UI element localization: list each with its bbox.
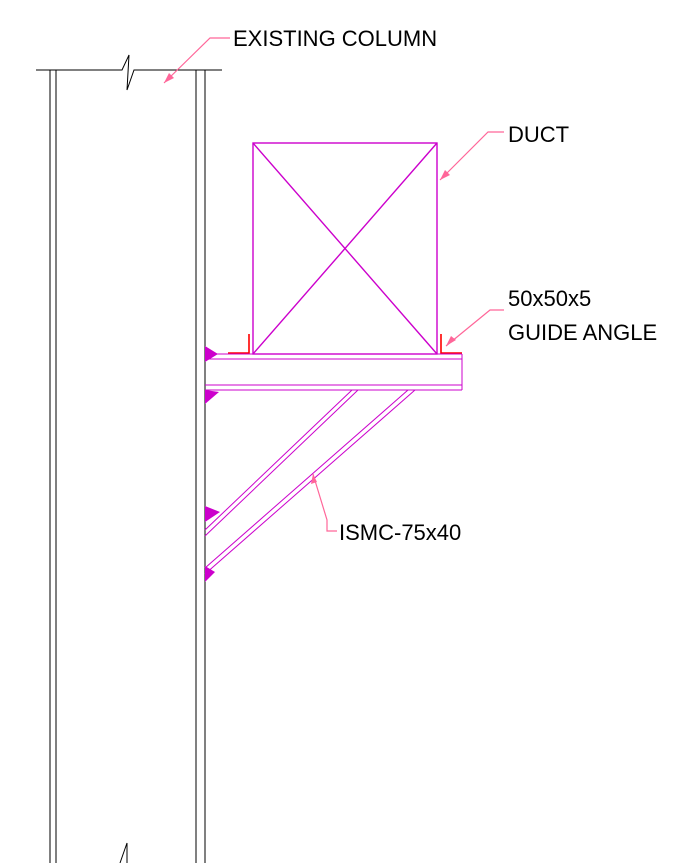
guide-angle-label-line2: GUIDE ANGLE: [508, 320, 657, 345]
column-label: EXISTING COLUMN: [233, 26, 437, 51]
channel-label: ISMC-75x40: [339, 520, 461, 545]
leader-guide-angle: [445, 309, 504, 347]
guide-angle-right: [440, 334, 462, 354]
support-channel: [205, 353, 463, 391]
weld-marks: [205, 346, 220, 582]
guide-angles: [228, 334, 462, 354]
guide-angle-left: [228, 334, 250, 354]
weld-brace-bottom: [205, 566, 215, 582]
duct: [252, 142, 438, 355]
leader-channel: [312, 473, 337, 532]
leader-column: [163, 37, 230, 84]
leader-arrowheads: [164, 73, 456, 484]
diagonal-brace: [204, 389, 416, 575]
leader-duct: [439, 131, 504, 181]
column-break-line-bottom: [119, 842, 128, 863]
existing-column: [36, 54, 222, 863]
weld-top: [205, 346, 218, 362]
guide-angle-label-line1: 50x50x5: [508, 286, 591, 311]
duct-label: DUCT: [508, 122, 569, 147]
leader-lines: [163, 37, 504, 532]
weld-channel-bottom: [205, 390, 219, 404]
column-break-line-top: [36, 54, 222, 91]
weld-brace-top: [205, 506, 220, 522]
